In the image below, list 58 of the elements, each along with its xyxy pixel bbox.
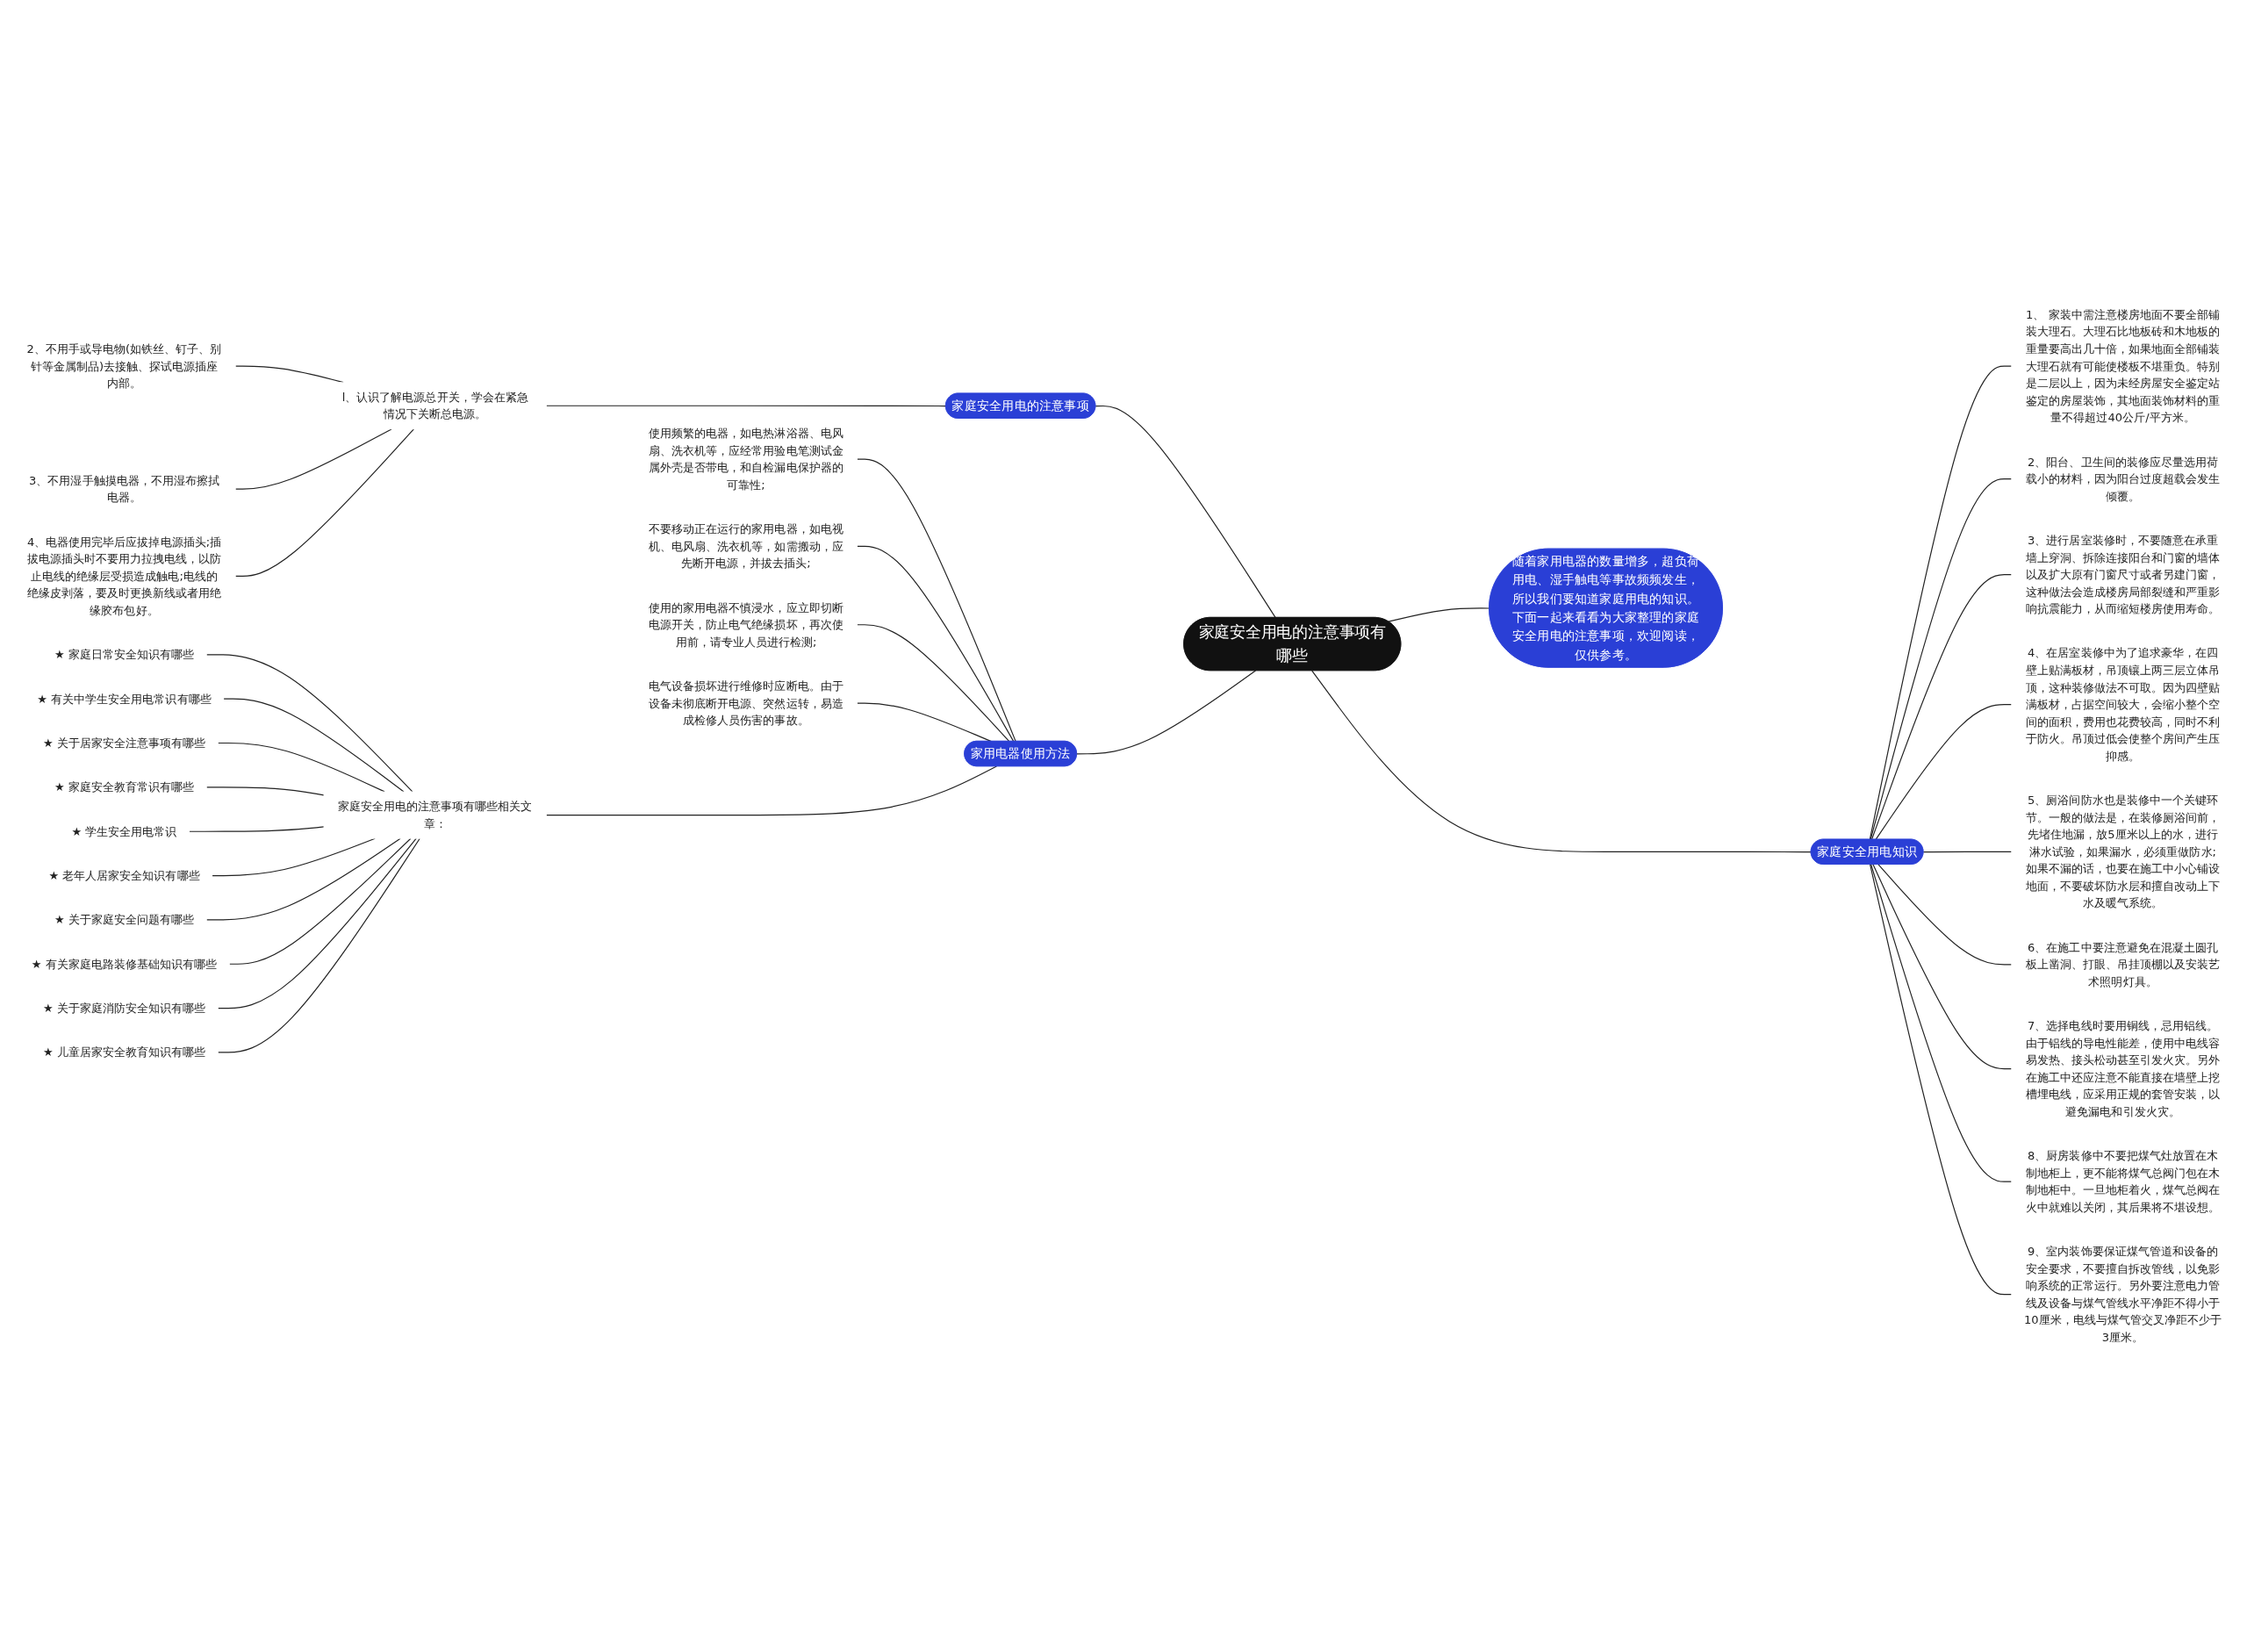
node-text: 6、在施工中要注意避免在混凝土圆孔板上凿洞、打眼、吊挂顶棚以及安装艺术照明灯具。 [2025, 940, 2221, 988]
connector [223, 698, 405, 793]
node-text: 电气设备损坏进行维修时应断电。由于设备未彻底断开电源、突然运转，易造成检修人员伤害的事故。 [649, 679, 844, 728]
connector [857, 702, 992, 743]
connector [545, 405, 947, 407]
node-text: l、认识了解电源总开关，学会在紧急情况下关断总电源。 [341, 391, 528, 421]
connector [189, 826, 325, 832]
node-text: 2、不用手或导电物(如铁丝、钉子、别针等金属制品)去接触、探试电源插座内部。 [26, 342, 222, 391]
node-text: 4、电器使用完毕后应拔掉电源插头;插拔电源插头时不要用力拉拽电线，以防止电线的绝缘层受损造成触电;电线的绝缘皮剥落，要及时更换新线或者用绝缘胶布包好。 [26, 535, 222, 617]
connector [1870, 478, 2013, 840]
connector [857, 458, 1016, 743]
node-text: 9、室内装饰要保证煤气管道和设备的安全要求，不要擅自拆改管线，以免影响系统的正常运行。另外要注意电力管线及设备与煤气管线水平净距不得小于10厘米，电线与煤气管交叉净距不少于3厘米。 [2023, 1245, 2222, 1344]
connector [857, 624, 1010, 743]
connector [1388, 607, 1490, 622]
connector [205, 837, 401, 921]
connector [1076, 670, 1257, 755]
connector [217, 742, 385, 793]
node-text: 3、不用湿手触摸电器，不用湿布擦拭电器。 [29, 474, 219, 505]
node-text: ★ 学生安全用电常识 [71, 824, 177, 838]
node-text: 4、在居室装修中为了追求豪华，在四壁上贴满板材，吊顶镶上两三层立体吊顶，这种装修做法不可取。因为四壁贴满板材，占据空间较大，会缩小整个空间的面积，费用也花费较高，同时不利于防火。吊顶过低会使整个房间产生压抑感。 [2025, 646, 2221, 763]
connector [1870, 864, 2013, 1296]
connector [205, 654, 413, 793]
connector [857, 545, 1015, 743]
connector [234, 428, 392, 490]
connector [205, 786, 325, 796]
node-text: ★ 关于家庭消防安全知识有哪些 [42, 1002, 206, 1016]
node-text: ★ 家庭安全教育常识有哪些 [54, 780, 195, 794]
node-text: ★ 儿童居家安全教育知识有哪些 [42, 1045, 206, 1059]
node-text: 1、 家装中需注意楼房地面不要全部铺装大理石。大理石比地板砖和木地板的重量要高出几十倍，如果地面全部铺装大理石就有可能使楼板不堪重负。特别是二层以上，因为未经房屋安全鉴定站鉴定的房屋装饰，其地面装饰材料的重量不得超过40公斤/平方米。 [2025, 308, 2221, 425]
node-text: 5、厕浴间防水也是装修中一个关键环节。一般的做法是，在装修厕浴间前，先堵住地漏，放5厘米以上的水，进行淋水试验，如果漏水，必须重做防水;如果不漏的话，也要在施工中小心铺设地面，不要破坏防水层和擅自改动上下水及暖气系统。 [2025, 794, 2221, 910]
connector [1875, 704, 2013, 840]
node-text: ★ 老年人居家安全知识有哪些 [48, 869, 200, 882]
node-text: ★ 家庭日常安全知识有哪些 [54, 648, 195, 662]
node-text: 7、选择电线时要用铜线，忌用铝线。由于铝线的导电性能差，使用中电线容易发热、接头松动甚至引发火灾。另外在施工中还应注意不能直接在墙壁上挖槽埋电线，应采用正规的套管安装，以避免漏电和引发火灾。 [2025, 1019, 2221, 1118]
connector [1870, 574, 2013, 840]
connector [1095, 405, 1276, 619]
connector [1311, 670, 1812, 853]
connector [217, 837, 417, 1009]
node-text: 3、进行居室装修时，不要随意在承重墙上穿洞、拆除连接阳台和门窗的墙体以及扩大原有门窗尺寸或者另建门窗，这种做法会造成楼房局部裂缝和严重影响抗震能力，从而缩短楼房使用寿命。 [2025, 534, 2221, 616]
connector [1870, 864, 2013, 1182]
node-text: 使用的家用电器不慎浸水，应立即切断电源开关，防止电气绝缘损坏，再次使用前，请专业人员进行检测; [649, 600, 844, 649]
connector [1877, 864, 2013, 966]
connector [1872, 864, 2013, 1070]
connector [228, 837, 412, 965]
node-text: ★ 关于居家安全注意事项有哪些 [42, 736, 206, 750]
connector [1869, 365, 2013, 840]
node-text: 2、阳台、卫生间的装修应尽量选用荷载小的材料，因为阳台过度超载会发生倾覆。 [2025, 455, 2221, 503]
node-text: 8、厨房装修中不要把煤气灶放置在木制地柜上，更不能将煤气总阀门包在木制地柜中。一旦地柜着火，煤气总阀在火中就难以关闭，其后果将不堪设想。 [2025, 1149, 2221, 1214]
connector [234, 428, 414, 577]
node-text: ★ 有关家庭电路装修基础知识有哪些 [31, 957, 218, 971]
connector [1922, 851, 2013, 853]
node-text: ★ 关于家庭安全问题有哪些 [54, 913, 195, 927]
node-text: 使用频繁的电器，如电热淋浴器、电风扇、洗衣机等，应经常用验电笔测试金属外壳是否带电，和自检漏电保护器的可靠性; [649, 427, 844, 492]
connector [217, 837, 420, 1053]
node-text: 不要移动正在运行的家用电器，如电视机、电风扇、洗衣机等，如需搬动，应先断开电源，并拔去插头; [649, 522, 844, 571]
node-text: ★ 有关中学生安全用电常识有哪些 [37, 692, 212, 706]
node-text: 家庭安全用电的注意事项有哪些相关文章： [337, 800, 533, 830]
connector [545, 765, 997, 816]
